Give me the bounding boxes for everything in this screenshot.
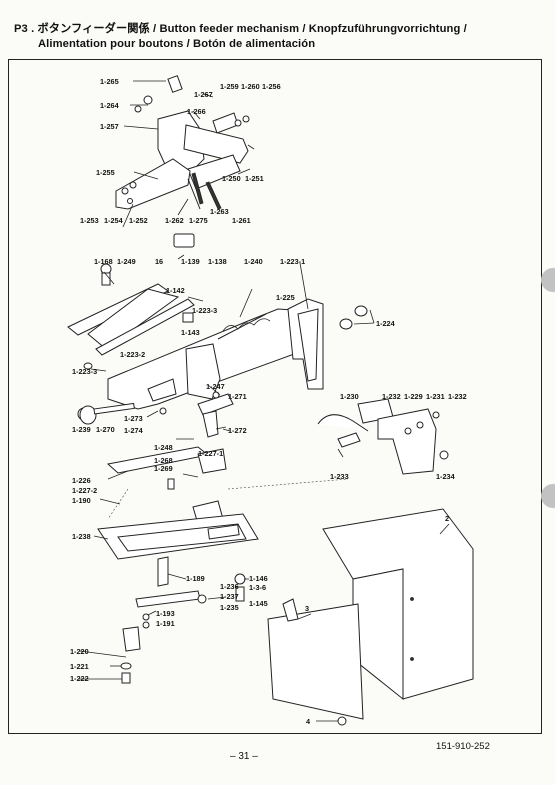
part-label: 1-191 <box>156 619 175 628</box>
part-label: 1-193 <box>156 609 175 618</box>
part-label: 1-250 <box>222 174 241 183</box>
part-label: 1-142 <box>166 286 185 295</box>
part-label: 1-261 <box>232 216 251 225</box>
part-label: 1-227-2 <box>72 486 97 495</box>
part-label: 1-3-6 <box>249 583 266 592</box>
part-label: 1-253 <box>80 216 99 225</box>
page-number: – 31 – <box>230 751 258 762</box>
part-label: 1-254 <box>104 216 124 225</box>
part-label: 1-267 <box>194 90 213 99</box>
part-label: 1-143 <box>181 328 200 337</box>
header-title-line2: Alimentation pour boutons / Botón de ali… <box>38 38 316 50</box>
part-label: 1-271 <box>228 392 247 401</box>
part-label: 1-270 <box>96 425 115 434</box>
part-label: 1-248 <box>154 443 173 452</box>
cover-parts <box>267 508 474 726</box>
part-label: 1-232 <box>382 392 401 401</box>
part-label: 1-252 <box>129 216 148 225</box>
part-label: 1-229 <box>404 392 423 401</box>
part-label: 1-274 <box>124 426 144 435</box>
part-label: 1-273 <box>124 414 143 423</box>
part-label: 1-233 <box>330 472 349 481</box>
binder-hole-icon <box>541 484 555 508</box>
part-label: 1-222 <box>70 674 89 683</box>
part-label: 1-138 <box>208 257 227 266</box>
part-label: 1-255 <box>96 168 115 177</box>
middle-feeder-assembly <box>67 263 368 438</box>
upper-feeder-assembly <box>115 75 255 260</box>
part-label: 1-221 <box>70 662 89 671</box>
document-code: 151-910-252 <box>436 741 490 752</box>
part-label: 1-139 <box>181 257 200 266</box>
part-label: 1-146 <box>249 574 268 583</box>
binder-hole-icon <box>541 268 555 292</box>
part-label: 1-256 <box>262 82 281 91</box>
part-label: 1-263 <box>210 207 229 216</box>
part-label: 1-223-1 <box>280 257 305 266</box>
part-label: 1-227-1 <box>198 449 223 458</box>
part-label: 1-168 <box>94 257 113 266</box>
part-label: 1-251 <box>245 174 264 183</box>
part-label: 1-236 <box>220 582 239 591</box>
part-label: 1-265 <box>100 77 119 86</box>
part-label: 1-272 <box>228 426 247 435</box>
part-label: 1-257 <box>100 122 119 131</box>
part-label: 1-234 <box>436 472 456 481</box>
part-label: 4 <box>306 717 311 726</box>
part-label: 1-259 <box>220 82 239 91</box>
right-bracket-assembly <box>317 398 449 475</box>
part-label: 1-225 <box>276 293 295 302</box>
part-label: 1-223-2 <box>120 350 145 359</box>
part-label: 1-247 <box>206 382 225 391</box>
part-label: 1-223-3 <box>72 367 97 376</box>
part-label: 1-145 <box>249 599 268 608</box>
part-labels: 1-265 1-267 1-264 1-266 1-257 1-259 1-26… <box>70 77 467 726</box>
part-label: 1-269 <box>154 464 173 473</box>
part-label: 1-262 <box>165 216 184 225</box>
part-label: 1-223-3 <box>192 306 217 315</box>
part-label: 16 <box>155 257 163 266</box>
diagram-frame <box>8 59 542 734</box>
part-label: 2 <box>445 514 449 523</box>
part-label: 1-268 <box>154 456 173 465</box>
part-label: 1-226 <box>72 476 91 485</box>
part-label: 1-237 <box>220 592 239 601</box>
part-label: 1-264 <box>100 101 120 110</box>
page-header: P3 . ボタンフィーダー関係 / Button feeder mechanis… <box>14 22 544 52</box>
part-label: 1-189 <box>186 574 205 583</box>
part-label: 1-249 <box>117 257 136 266</box>
leader-lines <box>78 80 450 722</box>
part-label: 1-190 <box>72 496 91 505</box>
part-label: 1-275 <box>189 216 208 225</box>
part-label: 3 <box>305 604 309 613</box>
part-label: 1-238 <box>72 532 91 541</box>
part-label: 1-240 <box>244 257 263 266</box>
part-label: 1-232 <box>448 392 467 401</box>
part-label: 1-266 <box>187 107 206 116</box>
part-label: 1-260 <box>241 82 260 91</box>
part-label: 1-230 <box>340 392 359 401</box>
part-label: 1-231 <box>426 392 445 401</box>
part-label: 1-220 <box>70 647 89 656</box>
exploded-parts-diagram: 1-265 1-267 1-264 1-266 1-257 1-259 1-26… <box>67 75 474 726</box>
header-title-line1: P3 . ボタンフィーダー関係 / Button feeder mechanis… <box>14 23 467 35</box>
part-label: 1-239 <box>72 425 91 434</box>
part-label: 1-235 <box>220 603 239 612</box>
lower-plate-assembly <box>97 446 349 684</box>
part-label: 1-224 <box>376 319 396 328</box>
